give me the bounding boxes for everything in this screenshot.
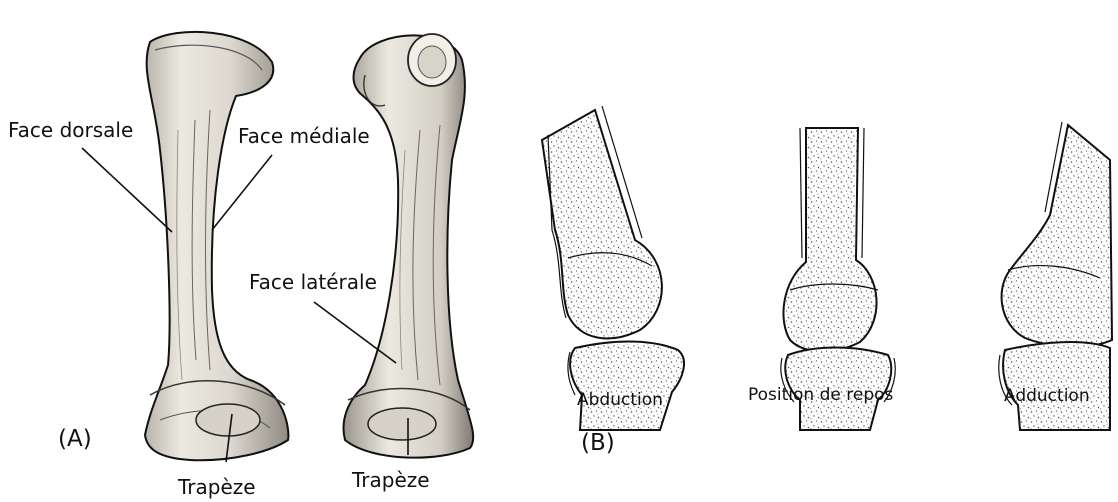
leader-line-face-mediale xyxy=(212,155,272,230)
metacarpal-bone-dorsal-view xyxy=(145,32,288,460)
metacarpal-bone-lateral-view xyxy=(344,34,474,458)
panel-a-letter: (A) xyxy=(58,426,92,452)
leader-line-face-dorsale xyxy=(82,148,172,232)
caption-adduction: Adduction xyxy=(1004,386,1090,406)
label-trapeze-left: Trapèze xyxy=(177,475,256,499)
label-face-dorsale: Face dorsale xyxy=(8,118,133,142)
caption-abduction: Abduction xyxy=(577,390,663,410)
label-face-mediale: Face médiale xyxy=(238,124,370,148)
joint-abduction xyxy=(542,106,684,430)
label-trapeze-right: Trapèze xyxy=(351,468,430,492)
joint-adduction xyxy=(999,122,1112,430)
caption-position-de-repos: Position de repos xyxy=(748,385,894,405)
panel-a: Face dorsale Face médiale Face latérale … xyxy=(8,32,473,499)
label-face-laterale: Face latérale xyxy=(249,270,377,294)
panel-b: Abduction Position de repos Adduction (B… xyxy=(542,106,1112,456)
panel-b-letter: (B) xyxy=(581,430,615,456)
